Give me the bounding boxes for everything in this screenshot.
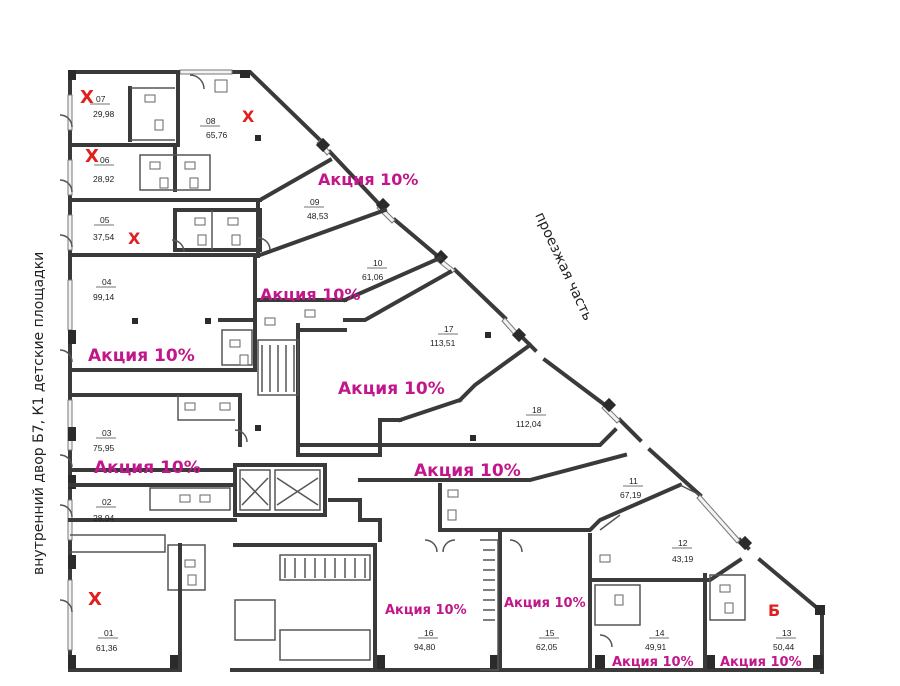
street-label: проезжая часть bbox=[531, 210, 595, 323]
promo-label-18: Акция 10% bbox=[414, 461, 521, 481]
promo-label-13: Акция 10% bbox=[720, 655, 802, 670]
unit-area-13: 50,44 bbox=[773, 642, 795, 652]
unit-area-15: 62,05 bbox=[536, 642, 558, 652]
unit-area-18: 112,04 bbox=[516, 419, 542, 429]
promo-label-14: Акция 10% bbox=[612, 655, 694, 670]
unit-number-13: 13 bbox=[782, 628, 792, 638]
unit-number-06: 06 bbox=[100, 155, 110, 165]
unit-area-14: 49,91 bbox=[645, 642, 667, 652]
unit-area-08: 65,76 bbox=[206, 130, 228, 140]
unit-number-08: 08 bbox=[206, 116, 216, 126]
unit-number-11: 11 bbox=[629, 476, 638, 486]
unit-area-10: 61,06 bbox=[362, 272, 384, 282]
unit-number-07: 07 bbox=[96, 94, 106, 104]
unit-area-12: 43,19 bbox=[672, 554, 694, 564]
unit-number-04: 04 bbox=[102, 277, 112, 287]
unit-number-15: 15 bbox=[545, 628, 555, 638]
unit-status-mark-08: X bbox=[242, 107, 255, 126]
unit-status-mark-07: X bbox=[80, 87, 94, 108]
unit-area-16: 94,80 bbox=[414, 642, 436, 652]
promo-label-15: Акция 10% bbox=[504, 596, 586, 611]
unit-area-05: 37,54 bbox=[93, 232, 115, 242]
unit-status-mark-13: Б bbox=[768, 601, 780, 620]
unit-area-02: 28,94 bbox=[93, 513, 115, 523]
unit-area-17: 113,51 bbox=[430, 338, 456, 348]
promo-label-10: Акция 10% bbox=[260, 285, 360, 304]
promo-label-04: Акция 10% bbox=[88, 346, 195, 366]
unit-status-mark-05: X bbox=[128, 229, 141, 248]
unit-area-03: 75,95 bbox=[93, 443, 115, 453]
unit-number-16: 16 bbox=[424, 628, 434, 638]
sanitary-fixtures bbox=[144, 79, 734, 614]
unit-area-11: 67,19 bbox=[620, 490, 642, 500]
unit-area-09: 48,53 bbox=[307, 211, 329, 221]
unit-number-03: 03 bbox=[102, 428, 112, 438]
unit-number-01: 01 bbox=[104, 628, 114, 638]
unit-number-18: 18 bbox=[532, 405, 542, 415]
left-side-label: внутренний двор Б7, К1 детские площадки bbox=[31, 252, 47, 575]
unit-status-mark-06: X bbox=[85, 146, 99, 167]
promo-label-17: Акция 10% bbox=[338, 379, 445, 399]
outer-walls bbox=[68, 70, 824, 674]
unit-area-07: 29,98 bbox=[93, 109, 115, 119]
promo-label-03: Акция 10% bbox=[94, 458, 201, 478]
unit-number-14: 14 bbox=[655, 628, 665, 638]
unit-number-09: 09 bbox=[310, 197, 320, 207]
unit-number-05: 05 bbox=[100, 215, 110, 225]
promo-label-09: Акция 10% bbox=[318, 170, 418, 189]
unit-area-01: 61,36 bbox=[96, 643, 118, 653]
unit-number-17: 17 bbox=[444, 324, 454, 334]
partitions bbox=[68, 70, 746, 672]
unit-status-mark-01: X bbox=[88, 589, 102, 610]
unit-area-06: 28,92 bbox=[93, 174, 115, 184]
unit-area-04: 99,14 bbox=[93, 292, 115, 302]
unit-number-12: 12 bbox=[678, 538, 688, 548]
unit-number-10: 10 bbox=[373, 258, 383, 268]
unit-number-02: 02 bbox=[102, 497, 112, 507]
doors bbox=[59, 74, 613, 648]
promo-label-16: Акция 10% bbox=[385, 603, 467, 618]
